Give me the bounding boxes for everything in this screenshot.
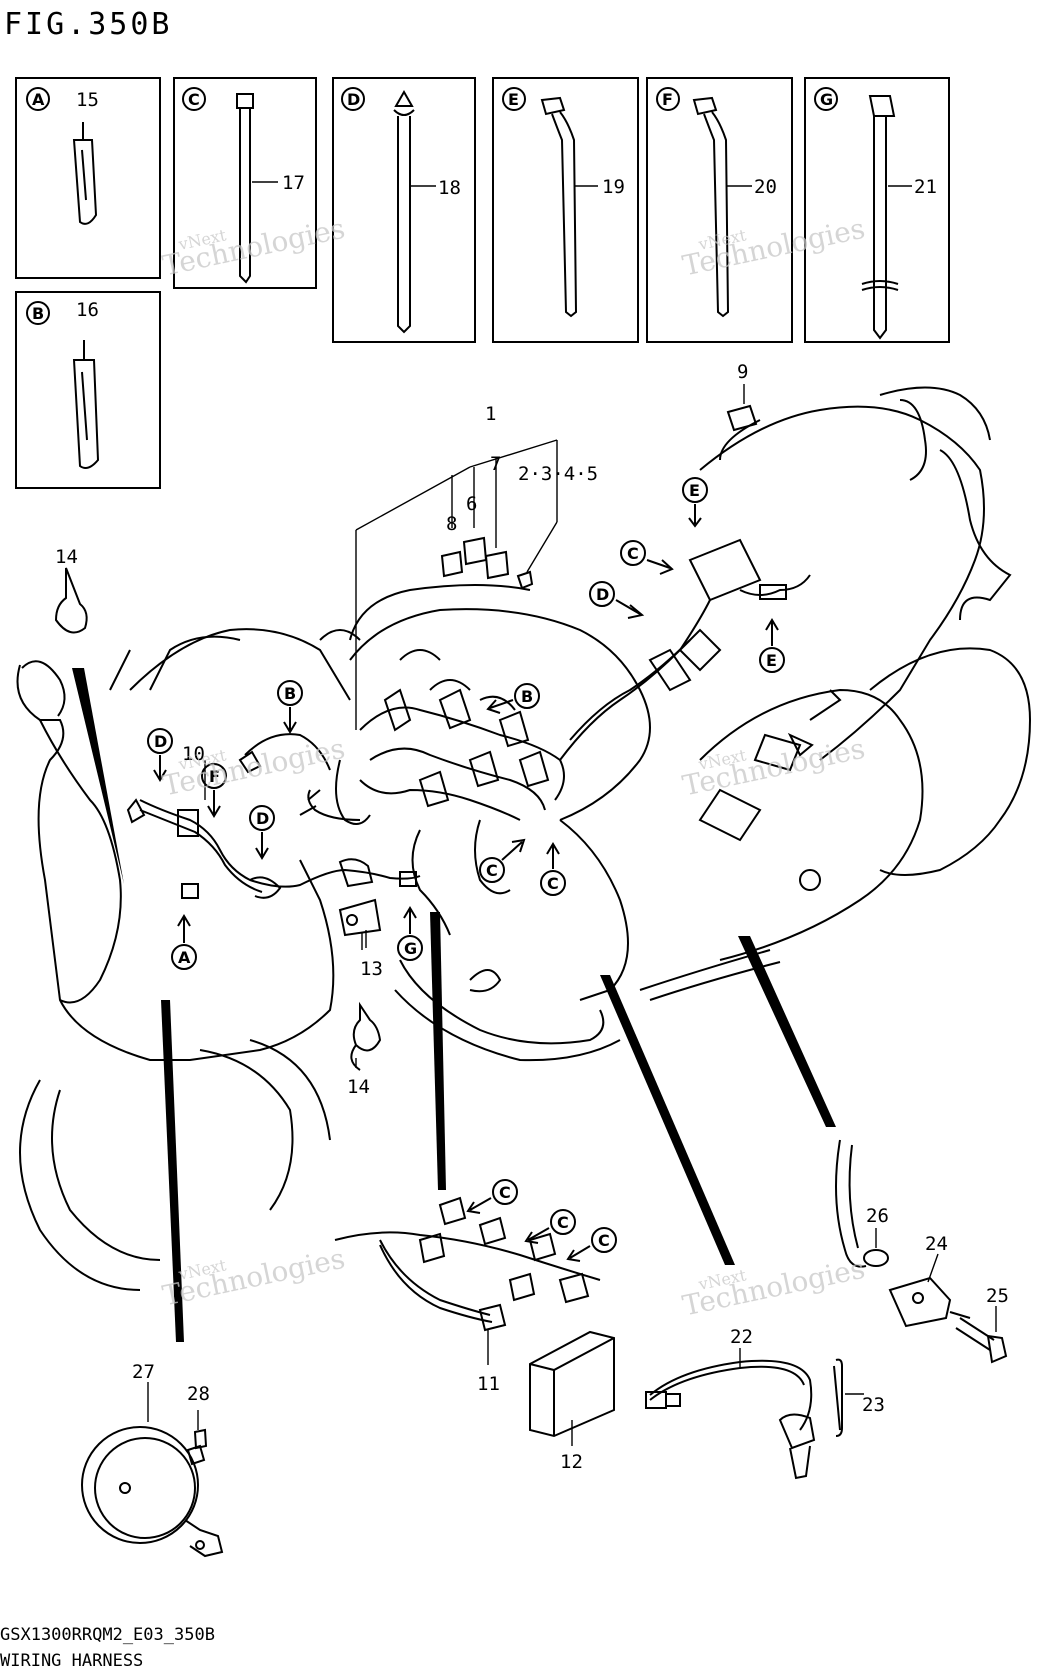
part-label-28: 28 <box>187 1383 210 1405</box>
rear-harness-11 <box>334 1196 601 1365</box>
part-14-lower-icon <box>350 1001 382 1071</box>
part-label-21: 21 <box>914 176 937 198</box>
cable-tie-g-icon <box>861 95 899 340</box>
svg-text:G: G <box>404 939 417 958</box>
part-label-16: 16 <box>76 299 99 321</box>
inset-box-f: F 20 <box>646 77 793 343</box>
relays <box>355 439 558 730</box>
part-label-22: 22 <box>730 1326 753 1348</box>
part-number-labels: 1 2·3·4·5 6 7 8 9 10 11 12 13 14 14 22 2… <box>55 361 1009 1473</box>
svg-text:B: B <box>521 687 533 706</box>
figure-title: FIG.350B <box>4 7 173 42</box>
spring-23-icon <box>833 1358 843 1437</box>
part-label-2-3-4-5: 2·3·4·5 <box>518 463 598 485</box>
part-label-8: 8 <box>446 513 457 535</box>
svg-text:F: F <box>209 767 220 786</box>
watermarks: vNext Technologies vNext Technologies vN… <box>160 212 868 1323</box>
svg-text:C: C <box>486 861 498 880</box>
part-label-23: 23 <box>862 1394 885 1416</box>
inset-box-b: B 16 <box>15 291 161 489</box>
part-label-14-lower: 14 <box>347 1076 370 1098</box>
svg-text:A: A <box>178 948 191 967</box>
part-label-24: 24 <box>925 1233 948 1255</box>
svg-text:D: D <box>256 809 269 828</box>
horn-27 <box>81 1382 224 1558</box>
motorcycle-outline <box>16 386 1032 1291</box>
inset-letter-f: F <box>662 90 673 109</box>
svg-text:C: C <box>547 874 559 893</box>
inset-letter-d: D <box>347 90 360 109</box>
part-label-1: 1 <box>485 403 496 425</box>
main-harness <box>126 538 811 948</box>
part-label-13: 13 <box>360 958 383 980</box>
part-label-7: 7 <box>490 453 501 475</box>
part-label-17: 17 <box>282 172 305 194</box>
callout-letters: E C D E B B D F D C C A G <box>147 477 785 1262</box>
svg-text:E: E <box>766 651 777 670</box>
sensor-22 <box>645 1348 816 1480</box>
inset-box-g: G 21 <box>804 77 950 343</box>
cable-tie-c-icon <box>236 93 254 284</box>
part-label-27: 27 <box>132 1361 155 1383</box>
inset-letter-c: C <box>188 90 200 109</box>
inset-letter-b: B <box>32 304 44 323</box>
push-tie-d-icon <box>393 89 415 334</box>
inset-letter-g: G <box>820 90 833 109</box>
svg-text:Technologies: Technologies <box>160 1242 348 1313</box>
part-label-6: 6 <box>466 493 477 515</box>
part-label-14-top: 14 <box>55 546 78 568</box>
svg-text:E: E <box>689 481 700 500</box>
clamp-a-icon <box>72 122 98 225</box>
part-label-19: 19 <box>602 176 625 198</box>
cable-tie-e-icon <box>540 96 578 318</box>
svg-text:C: C <box>499 1183 511 1202</box>
footer-code: GSX1300RRQM2_E03_350B <box>0 1625 215 1645</box>
part-label-12: 12 <box>560 1451 583 1473</box>
svg-text:C: C <box>598 1231 610 1250</box>
svg-text:B: B <box>284 684 296 703</box>
leader-wedges <box>72 668 836 1342</box>
part-label-15: 15 <box>76 89 99 111</box>
switch-assembly <box>835 1139 1008 1364</box>
footer-title: WIRING HARNESS <box>0 1651 143 1671</box>
inset-letter-e: E <box>508 90 519 109</box>
part-label-18: 18 <box>438 177 461 199</box>
part-label-20: 20 <box>754 176 777 198</box>
svg-text:C: C <box>557 1213 569 1232</box>
inset-box-e: E 19 <box>492 77 639 343</box>
svg-text:D: D <box>596 585 609 604</box>
cable-tie-f-icon <box>692 96 730 318</box>
part-14-top-icon <box>54 567 88 634</box>
inset-box-a: A 15 <box>15 77 161 279</box>
svg-text:C: C <box>627 544 639 563</box>
part-label-11: 11 <box>477 1373 500 1395</box>
ecu-box-12 <box>529 1330 615 1446</box>
clamp-b-icon <box>72 340 100 469</box>
inset-box-c: C 17 <box>173 77 317 289</box>
svg-text:D: D <box>154 732 167 751</box>
part-label-10: 10 <box>182 743 205 765</box>
part-label-25: 25 <box>986 1285 1009 1307</box>
part-label-26: 26 <box>866 1205 889 1227</box>
part-9-icon <box>726 404 758 432</box>
svg-text:Technologies: Technologies <box>680 1252 868 1323</box>
inset-box-d: D 18 <box>332 77 476 343</box>
svg-text:Technologies: Technologies <box>680 732 868 803</box>
part-label-9: 9 <box>737 361 748 383</box>
inset-letter-a: A <box>32 90 45 109</box>
